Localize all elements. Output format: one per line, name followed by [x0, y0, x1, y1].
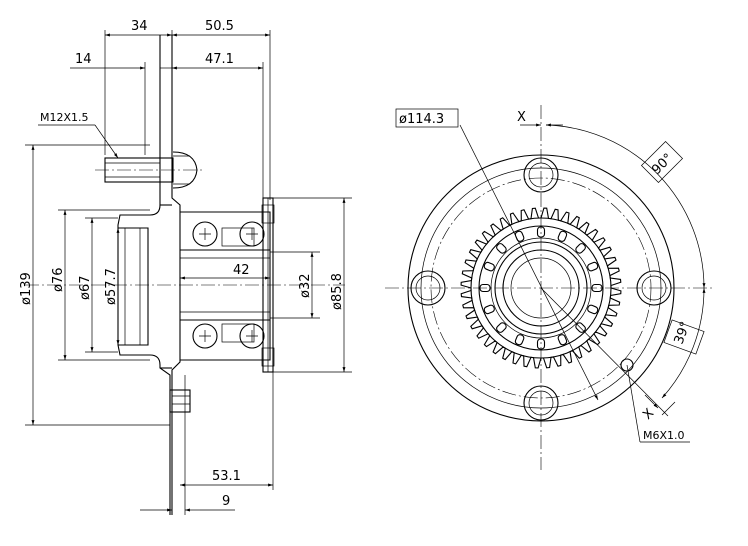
label-x-bottom: X — [640, 406, 657, 423]
hub-slot — [591, 283, 603, 293]
label-stud-thread: M12X1.5 — [40, 111, 89, 124]
hub-slot — [587, 304, 599, 315]
hub-bore-inner — [510, 257, 572, 319]
dim-9: 9 — [222, 494, 230, 509]
dim-47-1: 47.1 — [205, 52, 234, 67]
hub-slot — [557, 334, 568, 346]
hub-bore-outer — [494, 241, 588, 335]
bearing-housing — [180, 211, 271, 361]
bearing-balls — [192, 221, 265, 349]
hub-slot — [536, 226, 546, 238]
wheel-stud-bottom — [169, 389, 191, 413]
seal-top — [221, 227, 255, 247]
dim-dia-85-8: ø85.8 — [330, 273, 345, 310]
seal-bottom — [221, 323, 255, 343]
dim-dia-139: ø139 — [19, 272, 34, 305]
wheel-stud-top — [95, 151, 205, 189]
pcd-circle — [430, 177, 652, 399]
label-m6-thread: M6X1.0 — [643, 429, 685, 442]
dim-53-1: 53.1 — [212, 469, 241, 484]
hub-slot — [587, 261, 599, 272]
front-view: ø114.3 X 90° 39° M6X1.0 X — [385, 105, 715, 470]
dim-dia-32: ø32 — [298, 274, 313, 299]
hub-slot — [536, 338, 546, 350]
hub-slot — [557, 230, 568, 242]
dim-42: 42 — [233, 263, 250, 278]
hub-slot — [496, 243, 507, 254]
hub-pilot — [118, 227, 149, 346]
label-x-top: X — [517, 110, 526, 125]
flange-outline — [117, 35, 171, 515]
dim-angle-39: 39° — [672, 320, 694, 347]
bolt-holes — [410, 157, 672, 421]
hub-slot — [514, 334, 525, 346]
dim-dia-67: ø67 — [78, 276, 93, 301]
hub-slot — [479, 283, 491, 293]
hub-slot — [575, 243, 586, 254]
dim-pcd: ø114.3 — [399, 112, 444, 127]
side-view: 34 50.5 14 47.1 M12X1.5 ø139 ø76 ø67 — [19, 19, 352, 515]
hub-slot — [496, 322, 507, 333]
dim-angle-90: 90° — [649, 151, 676, 178]
dim-34: 34 — [131, 19, 148, 34]
dim-14: 14 — [75, 52, 92, 67]
dim-50-5: 50.5 — [205, 19, 234, 34]
hub-slot — [483, 261, 495, 272]
flange-front-face — [171, 35, 181, 515]
m6-hole — [620, 358, 634, 372]
hub-slot — [483, 304, 495, 315]
pcd-label-box — [395, 108, 459, 128]
dim-dia-76: ø76 — [51, 268, 66, 293]
dim-dia-57-7: ø57.7 — [104, 268, 119, 305]
ang39-box — [663, 319, 705, 355]
ang90-box — [640, 140, 684, 184]
